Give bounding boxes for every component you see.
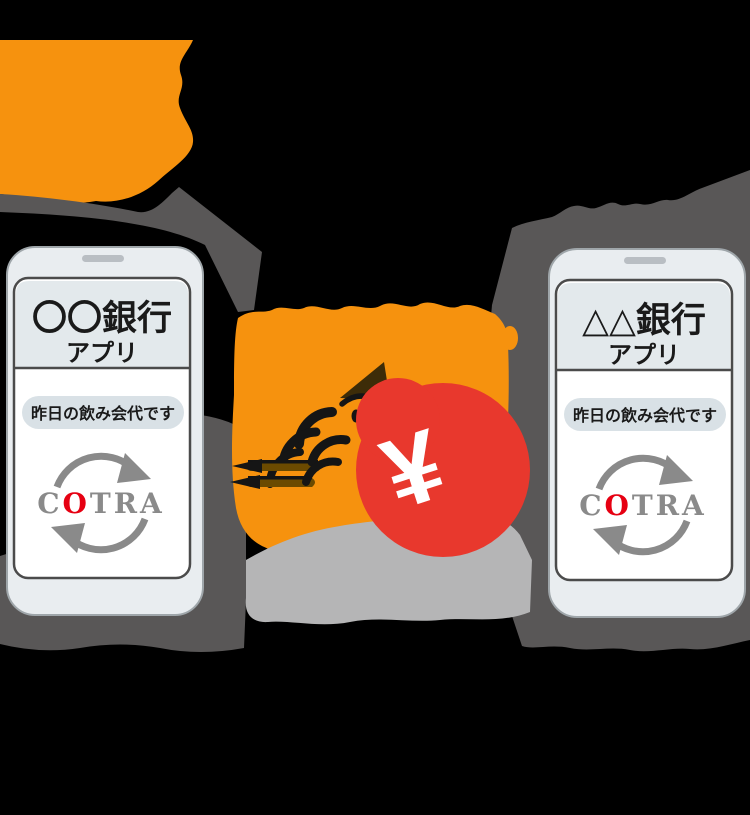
right-cotra-wordmark: COTRA	[579, 489, 707, 522]
left-message-text: 昨日の飲み会代です	[31, 404, 175, 423]
cotra-letter-c: C	[37, 487, 62, 520]
cotra-cycle-top-arc-icon	[595, 454, 676, 491]
right-cotra-logo: COTRA	[579, 454, 707, 556]
cotra-letters-tra: TRA	[90, 487, 165, 520]
tiger-leg-upper-stripe	[248, 460, 318, 464]
left-app-label: アプリ	[66, 340, 138, 367]
right-message-pill	[564, 398, 726, 431]
tiger-paw-chevron-1	[307, 435, 351, 467]
left-message-pill	[22, 396, 184, 429]
left-cotra-wordmark: COTRA	[37, 487, 165, 520]
tiger-paw-right	[502, 326, 518, 350]
right-phone: △△銀行 アプリ 昨日の飲み会代です COTRA	[548, 248, 746, 618]
money-bag-bulge	[356, 378, 440, 462]
cotra-letter-o: O	[605, 489, 632, 522]
tiger-claw-upper	[232, 459, 262, 473]
left-phone-screen-border	[12, 276, 192, 580]
right-message-text: 昨日の飲み会代です	[573, 406, 717, 425]
left-phone-speaker-slot	[82, 255, 124, 262]
cotra-cycle-bottom-arc-icon	[610, 519, 691, 556]
cotra-cycle-bottom-arc-icon	[68, 517, 149, 554]
left-bank-name: 〇〇銀行	[32, 299, 172, 338]
cotra-cycle-top-arrowhead-icon	[659, 455, 693, 485]
left-phone-header	[16, 281, 188, 368]
money-bag: ¥	[356, 378, 530, 557]
cotra-cycle-top-arrowhead-icon	[117, 453, 151, 483]
cotra-letter-o: O	[63, 487, 90, 520]
tiger-claw-lower	[230, 475, 260, 489]
cotra-letters-tra: TRA	[632, 489, 707, 522]
cotra-letter-c: C	[579, 489, 604, 522]
tiger-paw-chevron-2	[302, 457, 342, 486]
right-phone-speaker-slot	[624, 257, 666, 264]
right-bank-name: △△銀行	[582, 301, 706, 340]
left-person-arm	[0, 187, 262, 312]
right-phone-header	[558, 283, 730, 370]
left-phone: 〇〇銀行 アプリ 昨日の飲み会代です COTRA	[6, 246, 204, 616]
left-person-body	[0, 40, 194, 203]
left-cotra-logo: COTRA	[37, 452, 165, 554]
cotra-cycle-top-arc-icon	[53, 452, 134, 489]
cotra-cycle-bottom-arrowhead-icon	[593, 525, 627, 555]
right-phone-screen-border	[554, 278, 734, 582]
tiger-leg-lower-stripe	[248, 476, 312, 480]
cotra-cycle-bottom-arrowhead-icon	[51, 523, 85, 553]
right-app-label: アプリ	[608, 342, 680, 369]
